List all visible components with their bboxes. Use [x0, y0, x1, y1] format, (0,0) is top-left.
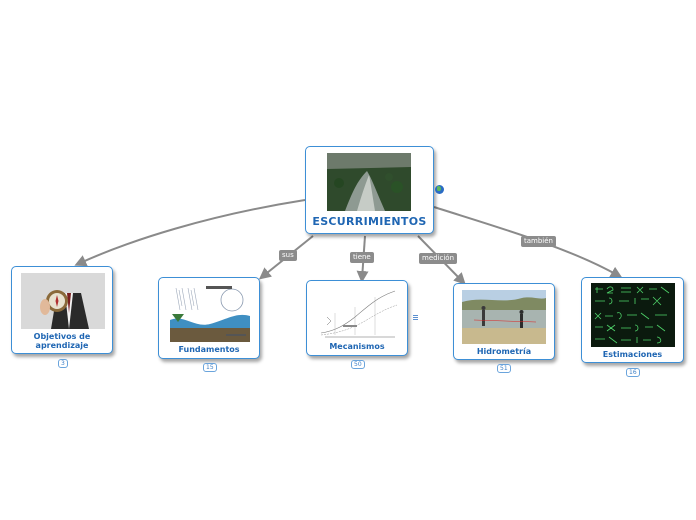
estimaciones-image	[591, 283, 675, 347]
mecanismos-image	[315, 287, 401, 339]
node-fundamentos[interactable]: Fundamentos	[158, 277, 260, 359]
hidrometria-label: Hidrometría	[476, 347, 532, 356]
hidrometria-image	[462, 290, 546, 344]
estimaciones-count-badge[interactable]: 16	[626, 368, 640, 377]
link-objetivos	[74, 199, 306, 267]
objetivos-image	[21, 273, 105, 329]
edge-label-medicion[interactable]: medición	[419, 253, 458, 264]
fundamentos-image	[170, 284, 250, 342]
edge-label-tambien[interactable]: también	[521, 236, 556, 247]
objetivos-count-badge[interactable]: 3	[58, 359, 68, 368]
central-node[interactable]: ESCURRIMIENTOS	[305, 146, 434, 234]
fundamentos-count-badge[interactable]: 15	[203, 363, 217, 372]
node-estimaciones[interactable]: Estimaciones	[581, 277, 684, 363]
note-icon[interactable]	[413, 315, 418, 321]
central-image	[327, 153, 411, 211]
fundamentos-label: Fundamentos	[178, 345, 240, 354]
node-objetivos[interactable]: Objetivos de aprendizaje	[11, 266, 113, 354]
hidrometria-count-badge[interactable]: 51	[497, 364, 511, 373]
mecanismos-label: Mecanismos	[329, 342, 385, 351]
edge-label-sus[interactable]: sus	[279, 250, 297, 261]
node-hidrometria[interactable]: Hidrometría	[453, 283, 555, 360]
estimaciones-label: Estimaciones	[602, 350, 663, 359]
objetivos-label: Objetivos de aprendizaje	[33, 332, 91, 350]
node-mecanismos[interactable]: Mecanismos	[306, 280, 408, 356]
central-label: ESCURRIMIENTOS	[312, 215, 427, 228]
mecanismos-count-badge[interactable]: 50	[351, 360, 365, 369]
globe-icon[interactable]	[435, 185, 444, 194]
edge-label-tiene[interactable]: tiene	[350, 252, 374, 263]
